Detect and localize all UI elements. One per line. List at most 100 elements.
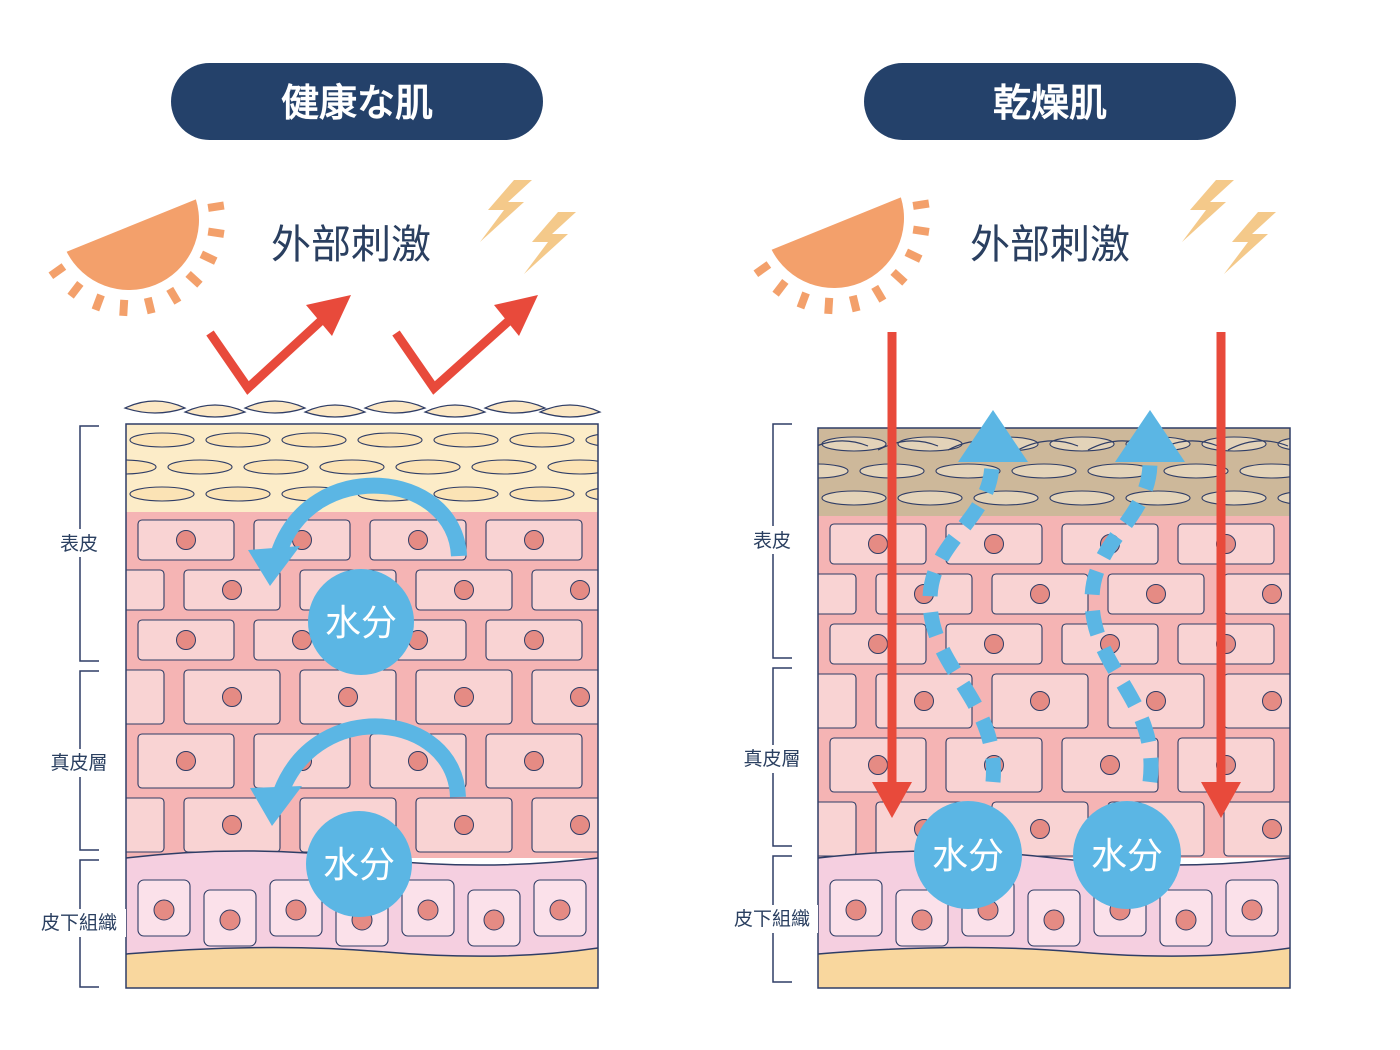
corneocyte bbox=[205, 432, 271, 448]
cell-nucleus bbox=[1100, 755, 1120, 775]
sun-icon bbox=[48, 199, 225, 317]
curled-flake bbox=[818, 440, 869, 447]
cell-nucleus bbox=[176, 630, 196, 650]
title-pill-healthy: 健康な肌 bbox=[171, 63, 543, 140]
fat-band-boundary bbox=[126, 946, 598, 957]
surface-flakes-healthy bbox=[123, 400, 602, 418]
fat-nucleus bbox=[1241, 899, 1263, 921]
sun-ray bbox=[871, 284, 887, 303]
cell-nucleus bbox=[222, 580, 242, 600]
skin-cell bbox=[531, 569, 598, 611]
corneocyte bbox=[509, 486, 575, 502]
sun-ray bbox=[207, 201, 225, 212]
skin-cell bbox=[602, 734, 698, 788]
corneocyte bbox=[1163, 463, 1229, 479]
layer-label-subcutis-healthy: 皮下組織 bbox=[41, 912, 117, 934]
bolt-shape bbox=[480, 180, 532, 242]
fat-nucleus bbox=[417, 899, 439, 921]
stimulus-label-healthy: 外部刺激 bbox=[271, 222, 431, 268]
layer-brackets-healthy bbox=[79, 425, 99, 988]
corneocyte bbox=[746, 437, 810, 451]
penetrate-arrow-icon bbox=[872, 332, 1241, 818]
title-dry: 乾燥肌 bbox=[993, 81, 1107, 125]
skin-cell bbox=[1294, 738, 1390, 792]
cell-nucleus bbox=[641, 752, 660, 771]
cell-nucleus bbox=[1030, 584, 1050, 604]
fat-band bbox=[126, 947, 598, 988]
corneocyte bbox=[357, 432, 423, 448]
cell-nucleus bbox=[408, 530, 428, 550]
cell-nucleus bbox=[524, 530, 544, 550]
cell-nucleus bbox=[868, 534, 888, 554]
layer-label-dermis-dry: 真皮層 bbox=[743, 748, 800, 770]
layer-label-dermis-healthy: 真皮層 bbox=[50, 752, 107, 774]
corneocyte bbox=[1049, 436, 1115, 452]
corneocyte bbox=[547, 459, 598, 475]
fat-nucleus bbox=[219, 909, 241, 931]
sun-ray bbox=[796, 291, 810, 310]
cell-nucleus bbox=[222, 687, 242, 707]
sun-ray bbox=[912, 199, 930, 210]
water-circle-healthy-1: 水分 bbox=[308, 569, 414, 675]
skin-cell bbox=[1223, 801, 1290, 857]
reflect-arrow-icon bbox=[206, 314, 516, 395]
skin-cell bbox=[818, 673, 857, 729]
corneocyte bbox=[167, 459, 233, 475]
cell-nucleus bbox=[176, 751, 196, 771]
cell-nucleus bbox=[107, 581, 126, 600]
skin-cell bbox=[126, 569, 165, 611]
cell-nucleus bbox=[799, 585, 818, 604]
evaporation-arrow-icon bbox=[922, 461, 1159, 783]
sun-ray bbox=[199, 250, 218, 265]
cell-nucleus bbox=[524, 630, 544, 650]
skin-cell bbox=[531, 797, 598, 853]
cell-nucleus bbox=[799, 692, 818, 711]
corneocyte bbox=[54, 487, 118, 501]
skin-cell bbox=[126, 797, 165, 853]
corneocyte bbox=[585, 487, 598, 501]
cell-nucleus bbox=[641, 531, 660, 550]
corneocyte bbox=[129, 432, 195, 448]
skin-cell bbox=[602, 620, 698, 660]
sun-body bbox=[771, 197, 904, 288]
cell-nucleus bbox=[1146, 691, 1166, 711]
corneocyte bbox=[821, 490, 887, 506]
sun-ray bbox=[91, 293, 105, 312]
fat-nucleus bbox=[845, 899, 867, 921]
panel-healthy: 健康な肌 外部刺激 水分 bbox=[34, 63, 698, 989]
flake bbox=[123, 400, 187, 414]
cell-nucleus bbox=[1262, 819, 1282, 839]
corneocyte bbox=[585, 433, 598, 447]
corneocyte bbox=[433, 486, 499, 502]
corneocyte bbox=[243, 459, 309, 475]
cell-nucleus bbox=[1146, 584, 1166, 604]
svg-text:水分: 水分 bbox=[325, 603, 397, 644]
flake bbox=[183, 404, 247, 418]
cell-nucleus bbox=[641, 631, 660, 650]
flake bbox=[423, 404, 487, 418]
cell-nucleus bbox=[1333, 635, 1352, 654]
cell-nucleus bbox=[338, 687, 358, 707]
layer-label-epidermis-dry: 表皮 bbox=[753, 530, 791, 552]
corneocyte bbox=[821, 436, 887, 452]
title-healthy: 健康な肌 bbox=[281, 81, 433, 125]
sun-ray bbox=[772, 279, 789, 297]
corneocyte bbox=[205, 486, 271, 502]
sun-icon bbox=[753, 197, 930, 315]
fat-nucleus bbox=[911, 909, 933, 931]
skin-cell bbox=[818, 573, 857, 615]
corneocyte bbox=[897, 436, 963, 452]
lightning-icon bbox=[480, 180, 576, 274]
svg-text:水分: 水分 bbox=[323, 845, 395, 886]
cell-nucleus bbox=[914, 691, 934, 711]
corneocyte bbox=[1277, 491, 1290, 505]
cell-nucleus bbox=[868, 755, 888, 775]
cell-nucleus bbox=[176, 530, 196, 550]
corneocyte bbox=[1239, 463, 1290, 479]
corneocyte bbox=[818, 463, 849, 479]
sun-ray bbox=[207, 227, 225, 238]
cell-nucleus bbox=[222, 815, 242, 835]
bolt-shape bbox=[1182, 180, 1234, 242]
cell-nucleus bbox=[799, 820, 818, 839]
